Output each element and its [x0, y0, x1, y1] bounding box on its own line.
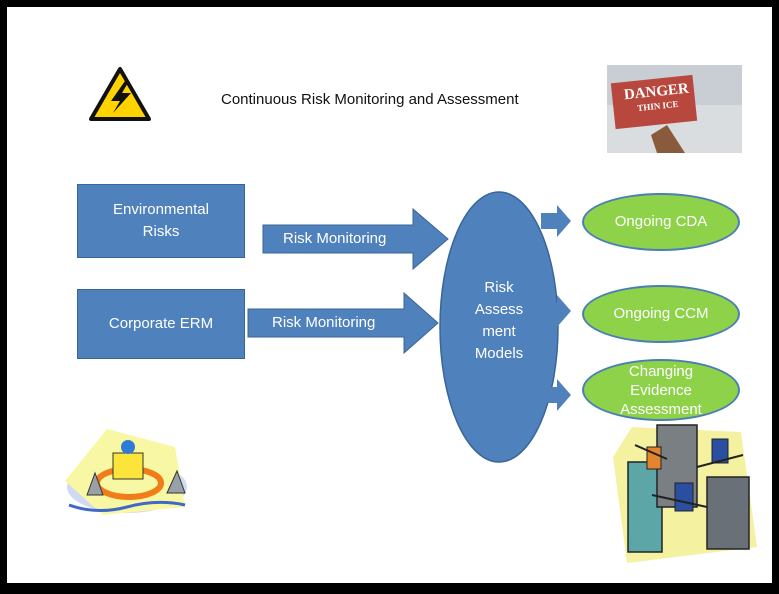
- risk-monitoring-arrow-bottom: [247, 291, 439, 355]
- changing-evidence-label: Changing Evidence Assessment: [620, 362, 702, 418]
- center-line-2: Assess: [474, 301, 524, 318]
- slide: Continuous Risk Monitoring and Assessmen…: [7, 7, 772, 583]
- corporate-erm-label: Corporate ERM: [108, 315, 214, 332]
- ongoing-ccm-label: Ongoing CCM: [613, 305, 709, 322]
- people-buildings-clipart: [613, 424, 757, 563]
- changing-evidence-ellipse: Changing Evidence Assessment: [582, 359, 740, 421]
- ongoing-cda-ellipse: Ongoing CDA: [582, 193, 740, 251]
- diagram-graphics: [65, 65, 757, 563]
- warning-icon: [89, 67, 151, 121]
- output-arrow-3: [541, 379, 571, 411]
- center-line-4: Models: [474, 345, 524, 362]
- risk-monitoring-label-bottom: Risk Monitoring: [272, 314, 376, 331]
- ongoing-ccm-ellipse: Ongoing CCM: [582, 285, 740, 343]
- swimmer-clipart: [65, 429, 187, 515]
- environmental-risks-box: Environmental Risks: [77, 184, 245, 258]
- danger-sign-image: [607, 65, 742, 153]
- environmental-risks-label: Environmental Risks: [113, 201, 209, 240]
- risk-monitoring-label-top: Risk Monitoring: [283, 230, 387, 247]
- output-arrow-1: [541, 205, 571, 237]
- center-line-1: Risk: [484, 279, 514, 296]
- slide-title: Continuous Risk Monitoring and Assessmen…: [221, 91, 519, 108]
- center-line-3: ment: [482, 323, 516, 340]
- risk-assessment-ellipse: [439, 191, 559, 463]
- output-arrow-2: [541, 295, 571, 327]
- corporate-erm-box: Corporate ERM: [77, 289, 245, 359]
- ongoing-cda-label: Ongoing CDA: [614, 213, 708, 230]
- risk-assessment-label: Risk Assess ment Models: [449, 277, 549, 365]
- risk-monitoring-arrow-top: [262, 207, 449, 271]
